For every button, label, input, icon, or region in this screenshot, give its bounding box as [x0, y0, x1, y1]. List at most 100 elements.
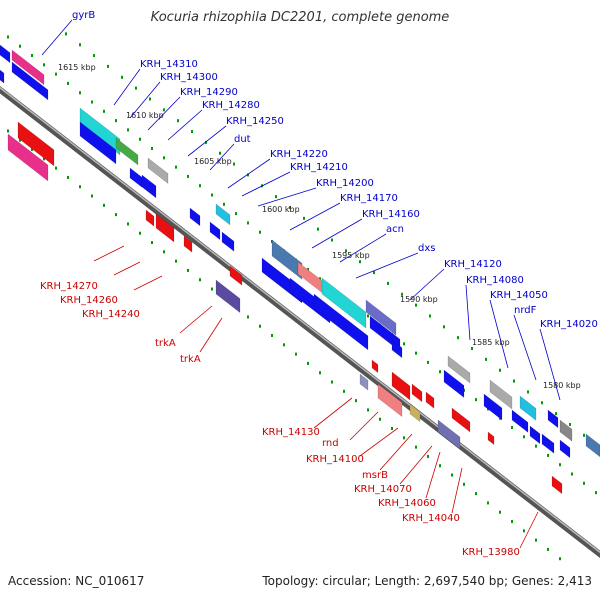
- tick-dot-inner: [139, 231, 141, 235]
- tick-dot-inner: [55, 166, 57, 170]
- gene-block-forward: [115, 137, 139, 166]
- tick-dot-outer: [415, 351, 417, 355]
- tick-dot-far: [429, 314, 431, 318]
- tick-dot-inner: [163, 250, 165, 254]
- tick-dot-far: [191, 130, 193, 134]
- leader-line: [311, 218, 363, 249]
- tick-dot-inner: [91, 194, 93, 198]
- gene-block-forward: [147, 157, 169, 185]
- tick-dot-inner: [7, 129, 9, 133]
- gene-block-forward: [391, 339, 403, 359]
- label-reverse: msrB: [362, 470, 388, 481]
- leader-line: [339, 233, 387, 263]
- label-reverse: KRH_14040: [402, 513, 460, 524]
- tick-dot-far: [583, 433, 585, 437]
- tick-dot-far: [527, 390, 529, 394]
- gene-block-forward: [483, 393, 503, 421]
- tick-dot-outer: [259, 230, 261, 234]
- gene-block-reverse: [409, 403, 421, 423]
- tick-dot-inner: [175, 259, 177, 263]
- gene-block-reverse: [7, 133, 49, 182]
- leader-line: [465, 284, 471, 341]
- gene-block-forward: [271, 239, 303, 280]
- gene-block-forward: [189, 207, 201, 227]
- leader-line: [187, 125, 227, 157]
- leader-line: [379, 433, 413, 471]
- leader-line: [209, 143, 235, 171]
- tick-dot-inner: [259, 324, 261, 328]
- label-forward: KRH_14250: [226, 116, 284, 127]
- tick-dot-far: [443, 325, 445, 329]
- tick-dot-far: [401, 292, 403, 296]
- label-forward: KRH_14300: [160, 72, 218, 83]
- tick-dot-far: [569, 422, 571, 426]
- tick-dot-far: [219, 151, 221, 155]
- tick-dot-inner: [79, 185, 81, 189]
- gene-block-forward: [447, 355, 471, 384]
- label-forward: KRH_14170: [340, 193, 398, 204]
- leader-line: [349, 411, 379, 441]
- topology-text: Topology: circular; Length: 2,697,540 bp…: [262, 574, 592, 588]
- tick-dot-far: [149, 97, 151, 101]
- tick-dot-inner: [475, 492, 477, 496]
- gene-block-reverse: [371, 359, 379, 374]
- leader-line: [359, 427, 399, 457]
- gene-labels: gyrBKRH_14310KRH_14300KRH_14290KRH_14280…: [40, 10, 598, 558]
- tick-dot-inner: [499, 510, 501, 514]
- label-reverse: rnd: [322, 438, 339, 449]
- leader-line: [41, 19, 73, 56]
- leader-line: [425, 451, 441, 499]
- leader-line: [113, 68, 141, 106]
- label-reverse: KRH_14070: [354, 484, 412, 495]
- gene-block-forward: [209, 221, 221, 241]
- gene-block-forward: [547, 409, 559, 429]
- gene-block-reverse: [215, 279, 241, 314]
- tick-dot-far: [513, 379, 515, 383]
- tick-dot-inner: [511, 520, 513, 524]
- tick-dot-inner: [343, 389, 345, 393]
- leader-line: [519, 511, 539, 549]
- tick-dot-inner: [451, 473, 453, 477]
- label-forward: KRH_14200: [316, 178, 374, 189]
- label-forward: KRH_14210: [290, 162, 348, 173]
- tick-dot-inner: [283, 343, 285, 347]
- tick-dot-far: [485, 357, 487, 361]
- label-forward: KRH_14160: [362, 209, 420, 220]
- label-forward: nrdF: [514, 305, 537, 316]
- tick-dot-outer: [583, 481, 585, 485]
- gene-block-reverse: [451, 407, 471, 433]
- label-reverse: KRH_14240: [82, 309, 140, 320]
- tick-dot-outer: [595, 491, 597, 495]
- label-forward: KRH_14120: [444, 259, 502, 270]
- tick-dot-outer: [247, 221, 249, 225]
- leader-line: [133, 275, 163, 291]
- label-forward: dxs: [418, 243, 435, 254]
- tick-dot-inner: [199, 278, 201, 282]
- tick-dot-inner: [535, 538, 537, 542]
- gene-block-forward: [443, 369, 465, 399]
- gene-block-forward: [11, 61, 49, 101]
- gene-block-reverse: [155, 213, 175, 243]
- tick-dot-outer: [547, 453, 549, 457]
- tick-dot-inner: [487, 501, 489, 505]
- tick-dot-outer: [211, 193, 213, 197]
- kbp-label: 1590 kbp: [400, 295, 438, 304]
- tick-dot-outer: [199, 184, 201, 188]
- tick-dot-outer: [223, 202, 225, 206]
- tick-dot-outer: [427, 360, 429, 364]
- gene-block-reverse: [183, 235, 193, 253]
- tick-dot-inner: [67, 175, 69, 179]
- tick-dot-outer: [43, 63, 45, 67]
- label-forward: KRH_14080: [466, 275, 524, 286]
- gene-block-reverse: [487, 431, 495, 446]
- tick-dot-inner: [559, 557, 561, 561]
- tick-dot-inner: [439, 464, 441, 468]
- gene-block-reverse: [229, 265, 243, 286]
- tick-dot-outer: [19, 44, 21, 48]
- tick-dot-outer: [79, 91, 81, 95]
- tick-dot-far: [121, 75, 123, 79]
- gene-block-forward: [0, 44, 11, 64]
- tick-dot-inner: [31, 148, 33, 152]
- tick-dot-outer: [307, 267, 309, 271]
- leader-line: [199, 317, 223, 353]
